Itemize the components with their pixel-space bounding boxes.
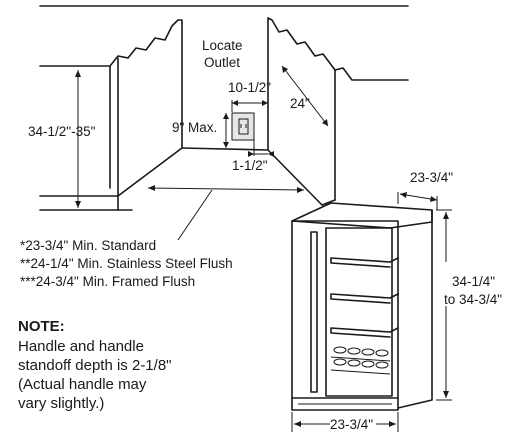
width-note-stainless: **24-1/4" Min. Stainless Steel Flush (20, 256, 233, 271)
unit-door-glass (325, 227, 393, 397)
right-plinth (321, 199, 336, 206)
width-note-framed: ***24-3/4" Min. Framed Flush (20, 274, 195, 289)
left-cabinet-outline (39, 19, 183, 149)
dim-unit-height-label-line1: 34-1/4" (452, 274, 495, 289)
unit-right-side (397, 209, 433, 409)
bottle-rack (330, 346, 391, 375)
dim-unit-height-label-line2: to 34-3/4" (444, 292, 502, 307)
dim-outlet-width-label: 10-1/2" (228, 80, 271, 95)
shelf-2 (330, 293, 399, 304)
unit-front-frame (291, 220, 399, 411)
unit-top-face (291, 202, 433, 229)
width-notes-leader (177, 189, 213, 241)
shelf-1 (330, 257, 399, 268)
dim-outlet-offset-label: 1-1/2" (232, 158, 268, 173)
left-floor-diagonal (117, 147, 183, 197)
dim-unit-width-label: 23-3/4" (330, 417, 373, 432)
right-cabinet-outline (267, 17, 409, 81)
dim-outlet-height-label: 9" Max. (172, 120, 217, 135)
note-body: Handle and handle standoff depth is 2-1/… (18, 338, 172, 412)
note-title: NOTE: (18, 318, 65, 335)
outlet-box (231, 112, 255, 141)
dim-opening-width-line (147, 187, 305, 191)
right-floor-diagonal (267, 149, 323, 206)
shelf-3 (330, 327, 399, 338)
dim-unit-depth-label: 23-3/4" (410, 170, 453, 185)
outlet-label-line1: Locate (202, 38, 243, 53)
unit-handle (310, 231, 318, 393)
outlet-label-line2: Outlet (204, 55, 240, 70)
width-note-standard: *23-3/4" Min. Standard (20, 238, 156, 253)
dim-opening-height-label: 34-1/2"-35" (28, 124, 96, 139)
outlet-plate (238, 118, 249, 135)
back-floor-line (181, 147, 269, 151)
dim-opening-depth-label: 24" (290, 96, 310, 111)
